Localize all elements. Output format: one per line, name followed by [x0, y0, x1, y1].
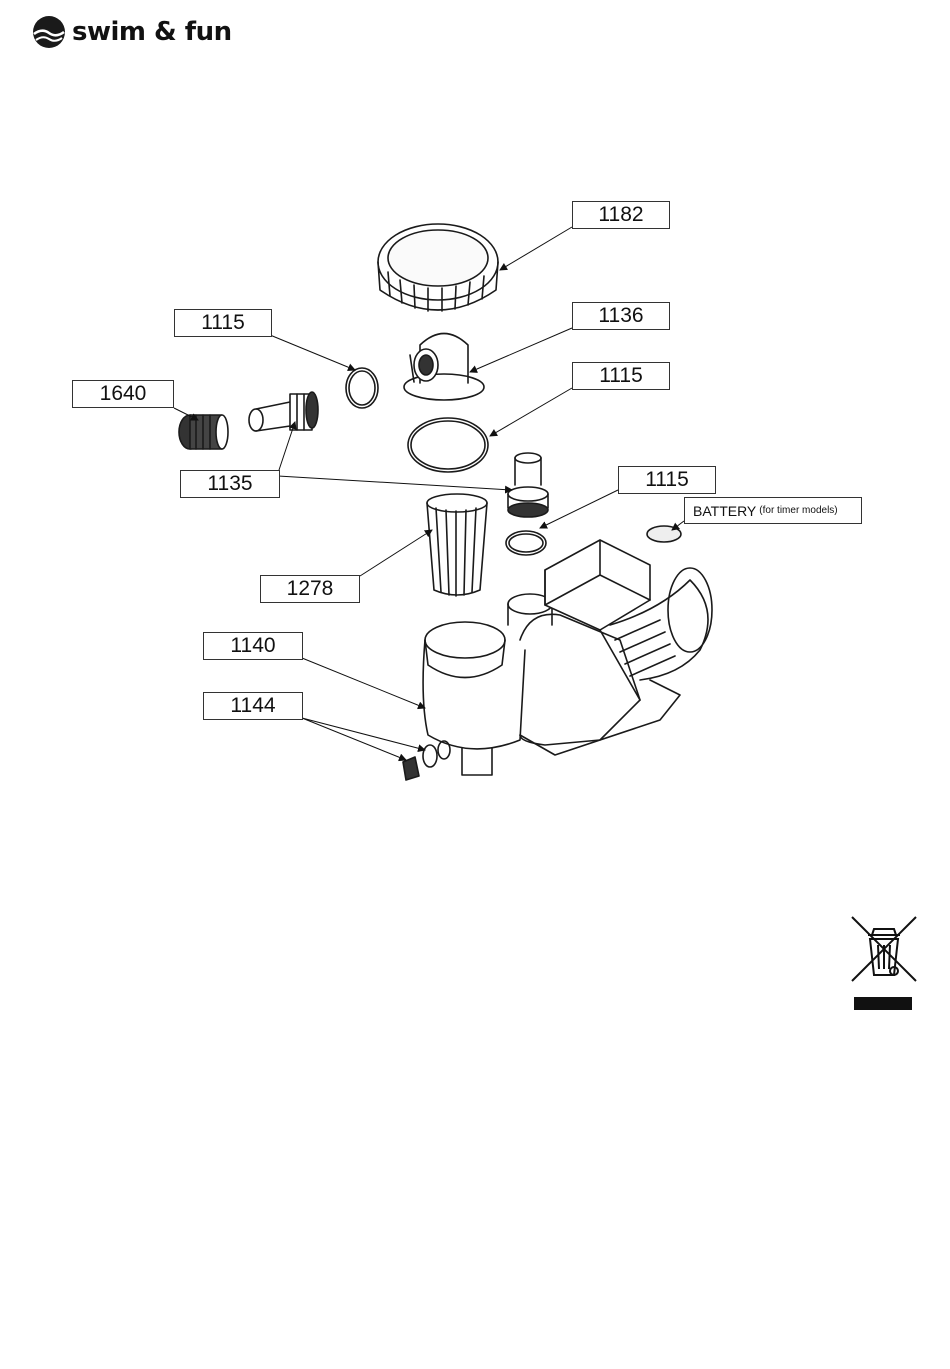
- leader-1182: [500, 227, 572, 270]
- leader-1115-b: [490, 388, 572, 436]
- leader-1136: [470, 328, 572, 372]
- leader-1115-a: [270, 335, 355, 370]
- label-1115-b: 1115: [572, 362, 670, 390]
- leader-1278: [360, 530, 432, 576]
- leader-1144-b: [302, 718, 425, 750]
- part-1278-basket: [427, 494, 487, 596]
- part-1136-fitting: [404, 334, 484, 401]
- label-1135: 1135: [180, 470, 280, 498]
- battery-label-note: (for timer models): [759, 505, 837, 516]
- part-1144-drain-plug: [403, 741, 450, 780]
- weee-crossed-bin-icon: [848, 913, 920, 1013]
- part-1135-adapter-center: [508, 453, 548, 517]
- battery-label: BATTERY (for timer models): [684, 497, 862, 524]
- label-1278: 1278: [260, 575, 360, 603]
- battery-disc: [647, 526, 681, 542]
- leader-1135-left: [278, 422, 295, 473]
- label-1115-c: 1115: [618, 466, 716, 494]
- part-1115-ring-a: [346, 368, 378, 408]
- part-1115-ring-b: [408, 418, 488, 472]
- part-1140-pump-body: [423, 540, 712, 775]
- label-1640: 1640: [72, 380, 174, 408]
- label-1140: 1140: [203, 632, 303, 660]
- battery-label-text: BATTERY: [693, 503, 756, 519]
- label-1136: 1136: [572, 302, 670, 330]
- leader-1140: [302, 658, 425, 708]
- leader-1135-center: [278, 476, 512, 490]
- leader-1144-a: [302, 718, 406, 760]
- part-1135-adapter-left: [249, 392, 318, 431]
- label-1115-a: 1115: [174, 309, 272, 337]
- label-1182: 1182: [572, 201, 670, 229]
- part-1640-union: [179, 415, 228, 449]
- leader-1115-c: [540, 490, 618, 528]
- part-1182-lid: [378, 224, 498, 311]
- label-1144: 1144: [203, 692, 303, 720]
